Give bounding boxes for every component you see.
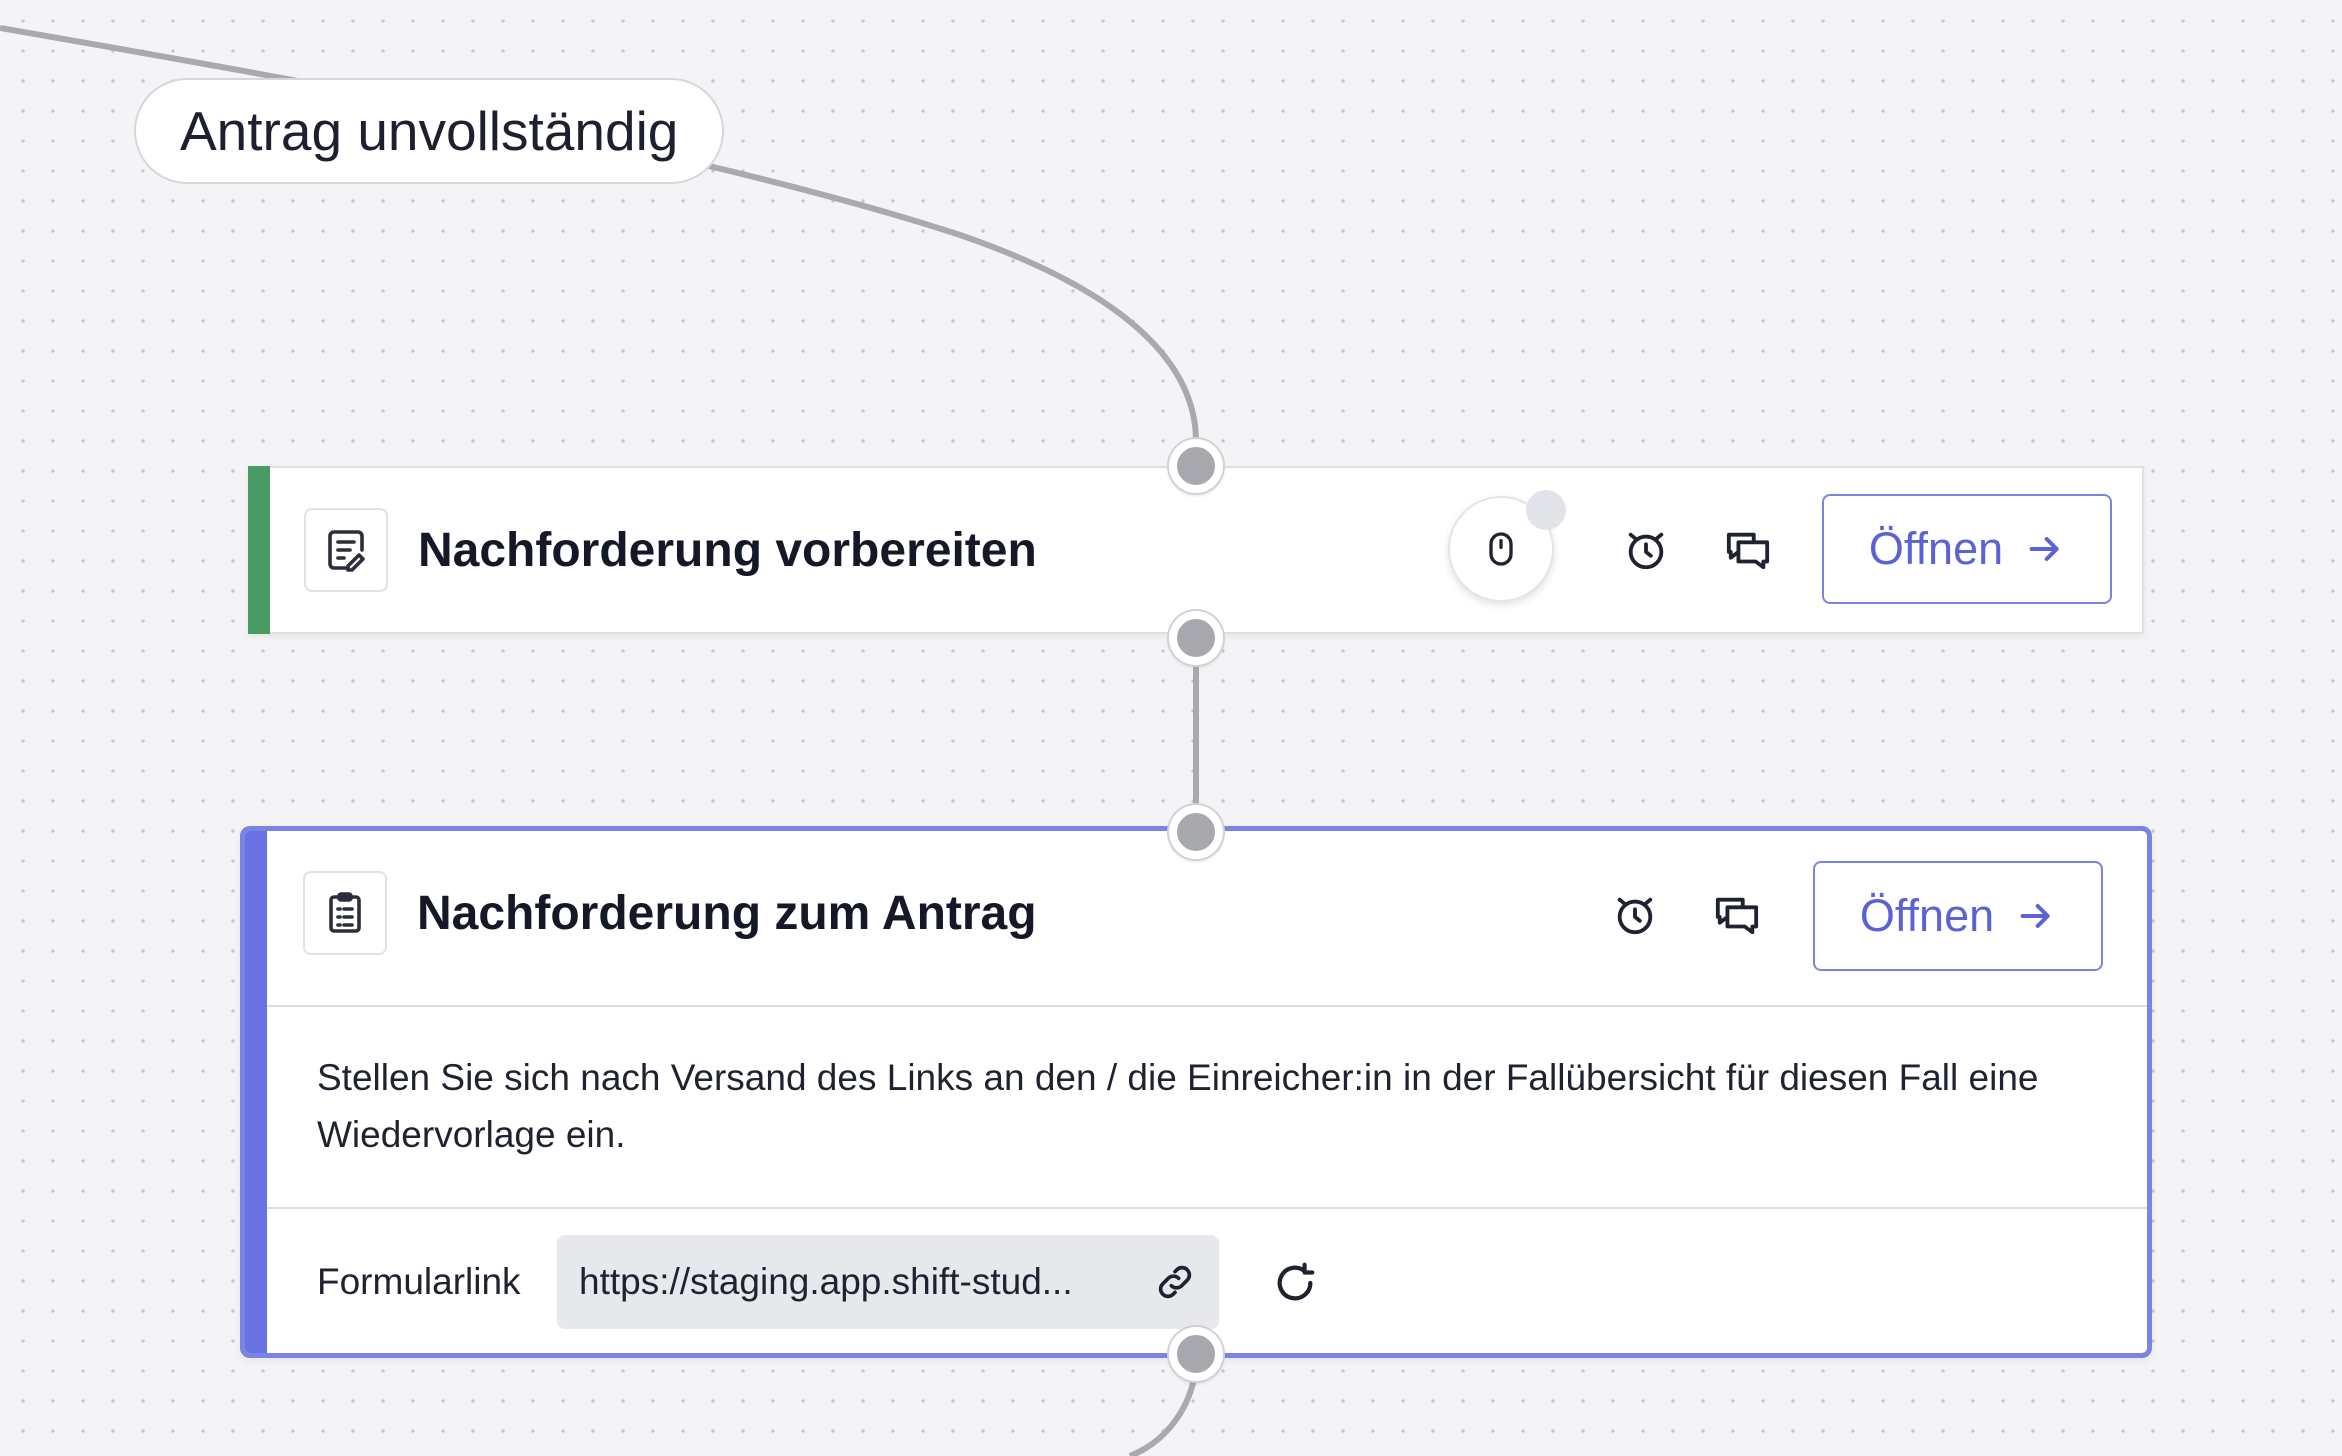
comments-icon (1715, 897, 1759, 935)
reminder-button[interactable] (1605, 885, 1665, 945)
arrow-right-icon (2016, 896, 2056, 936)
regenerate-link-button[interactable] (1265, 1253, 1325, 1313)
clipboard-icon (303, 871, 387, 955)
node-output-handle[interactable] (1169, 1327, 1223, 1381)
comments-button[interactable] (1718, 520, 1778, 580)
node-title: Nachforderung zum Antrag (417, 886, 1037, 940)
open-button[interactable]: Öffnen (1822, 494, 2112, 604)
status-badge (1526, 490, 1566, 530)
divider (267, 1005, 2147, 1007)
form-link-label: Formularlink (317, 1261, 521, 1302)
divider (267, 1207, 2147, 1209)
node-title: Nachforderung vorbereiten (418, 523, 1037, 577)
edge-condition-label[interactable]: Antrag unvollständig (134, 78, 725, 184)
alarm-clock-icon (1628, 532, 1664, 570)
node-status-accent (248, 466, 270, 634)
workflow-node-nachforderung-vorbereiten[interactable]: Nachforderung vorbereiten Öffnen (248, 466, 2144, 634)
open-button-label: Öffnen (1859, 890, 1995, 941)
node-description: Stellen Sie sich nach Versand des Links … (317, 1057, 2039, 1155)
workflow-node-nachforderung-zum-antrag[interactable]: Nachforderung zum Antrag Öffnen Stellen (240, 826, 2152, 1358)
node-input-handle[interactable] (1169, 439, 1223, 493)
node-status-accent (245, 831, 267, 1353)
mouse-icon (1489, 532, 1513, 566)
comments-icon (1726, 532, 1770, 570)
copy-link-icon[interactable] (1153, 1260, 1197, 1304)
form-link-value: https://staging.app.shift-stud... (579, 1261, 1073, 1302)
open-button[interactable]: Öffnen (1813, 861, 2103, 971)
edit-document-icon (304, 508, 388, 592)
node-output-handle[interactable] (1169, 611, 1223, 665)
node-header: Nachforderung zum Antrag Öffnen (245, 831, 2147, 995)
node-input-handle[interactable] (1169, 805, 1223, 859)
arrow-right-icon (2025, 529, 2065, 569)
form-link-field[interactable]: https://staging.app.shift-stud... (557, 1235, 1219, 1329)
node-header: Nachforderung vorbereiten Öffnen (250, 468, 2142, 632)
comments-button[interactable] (1707, 885, 1767, 945)
alarm-clock-icon (1617, 897, 1653, 935)
refresh-icon (1277, 1262, 1315, 1301)
reminder-button[interactable] (1616, 520, 1676, 580)
open-button-label: Öffnen (1868, 523, 2004, 574)
